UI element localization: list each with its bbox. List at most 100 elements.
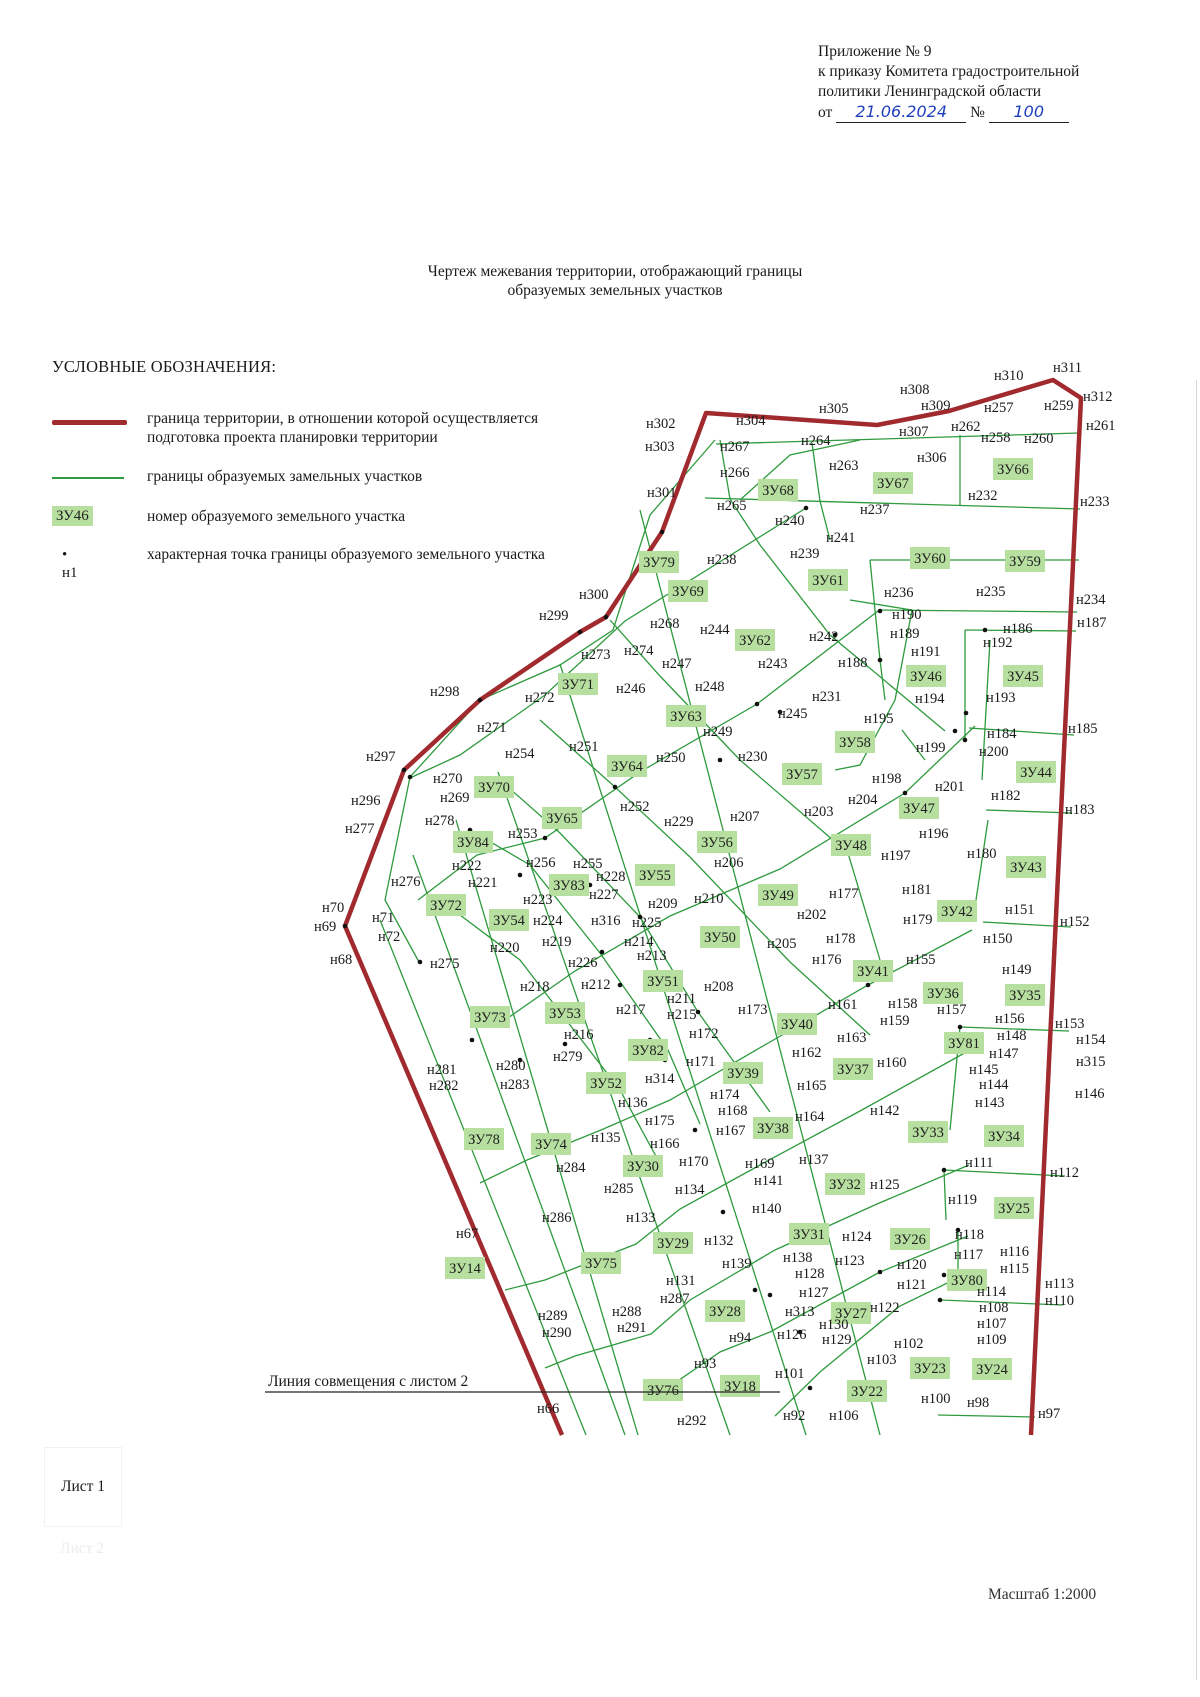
point-label-н273: н273	[581, 647, 611, 663]
parcel-boundary-line	[379, 919, 587, 1436]
point-label-н125: н125	[870, 1177, 900, 1193]
point-label-н197: н197	[881, 848, 911, 864]
parcel-label-bg	[697, 831, 737, 853]
parcel-label-bg	[426, 894, 466, 916]
parcel-label-bg	[474, 776, 514, 798]
point-label-н173: н173	[738, 1002, 768, 1018]
parcel-label-text: ЗУ29	[657, 1236, 689, 1252]
point-label-н189: н189	[890, 626, 920, 642]
parcel-label-ЗУ48: ЗУ48	[831, 834, 871, 856]
point-label-н263: н263	[829, 458, 859, 474]
parcel-boundary-line	[981, 639, 991, 781]
parcel-label-text: ЗУ58	[839, 735, 871, 751]
point-label-н129: н129	[822, 1332, 852, 1348]
boundary-point-marker	[617, 982, 623, 988]
parcel-label-symbol: ЗУ46	[52, 506, 93, 526]
point-label-н146: н146	[1075, 1086, 1105, 1102]
point-label-н113: н113	[1045, 1276, 1074, 1292]
point-label-н213: н213	[637, 948, 667, 964]
appendix-date: 21.06.2024	[836, 102, 967, 123]
boundary-point-marker	[477, 697, 483, 703]
point-label-н159: н159	[880, 1013, 910, 1029]
point-label-н68: н68	[330, 952, 352, 968]
parcel-label-text: ЗУ33	[912, 1125, 944, 1141]
parcel-label-bg	[545, 1002, 585, 1024]
parcel-label-ЗУ58: ЗУ58	[835, 731, 875, 753]
point-label-н275: н275	[430, 956, 460, 972]
point-label-н120: н120	[897, 1257, 927, 1273]
point-label-н150: н150	[983, 931, 1013, 947]
point-label-н219: н219	[542, 934, 572, 950]
boundary-point-marker	[937, 1297, 943, 1303]
point-label-н253: н253	[508, 826, 538, 842]
parcel-boundary-line	[937, 1414, 1036, 1418]
point-label-н170: н170	[679, 1154, 709, 1170]
point-label-н177: н177	[829, 886, 859, 902]
point-label-н311: н311	[1053, 360, 1082, 376]
map-scale: Масштаб 1:2000	[988, 1586, 1097, 1600]
parcel-label-text: ЗУ79	[643, 555, 675, 571]
parcel-label-ЗУ84: ЗУ84	[453, 831, 493, 853]
point-label-н278: н278	[425, 813, 455, 829]
point-label-н274: н274	[624, 643, 654, 659]
point-label-н124: н124	[842, 1229, 872, 1245]
boundary-point-marker	[342, 923, 348, 929]
parcel-boundary-line	[968, 727, 1075, 736]
parcel-label-bg	[581, 1252, 621, 1274]
parcel-label-ЗУ43: ЗУ43	[1006, 856, 1046, 878]
point-label-н111: н111	[965, 1155, 993, 1171]
point-label-н203: н203	[804, 804, 834, 820]
parcel-label-bg	[984, 1125, 1024, 1147]
parcel-boundary-line	[384, 439, 716, 963]
boundary-point-marker	[957, 1024, 963, 1030]
boundary-point-marker	[695, 1009, 701, 1015]
parcel-label-bg	[910, 1357, 950, 1379]
point-label-н224: н224	[533, 913, 563, 929]
boundary-point-marker	[877, 1269, 883, 1275]
point-label-н234: н234	[1076, 592, 1106, 608]
parcel-label-text: ЗУ39	[727, 1066, 759, 1082]
parcel-label-text: ЗУ71	[562, 677, 594, 693]
point-label-н223: н223	[523, 892, 553, 908]
point-label-н257: н257	[984, 400, 1014, 416]
sheet-2-tab[interactable]: Лист 2	[59, 1540, 105, 1557]
boundary-point-marker	[803, 505, 809, 511]
parcel-label-ЗУ24: ЗУ24	[972, 1358, 1012, 1380]
parcel-label-text: ЗУ67	[877, 476, 909, 492]
parcel-label-text: ЗУ26	[894, 1232, 926, 1248]
sheet-1-tab[interactable]: Лист 1	[44, 1447, 122, 1527]
point-label-н306: н306	[917, 450, 947, 466]
point-label-н232: н232	[968, 488, 998, 504]
point-label-н98: н98	[967, 1395, 989, 1411]
parcel-label-ЗУ37: ЗУ37	[833, 1058, 873, 1080]
parcel-label-ЗУ54: ЗУ54	[489, 909, 529, 931]
point-label-н230: н230	[738, 749, 768, 765]
parcel-boundary-line	[539, 719, 871, 1036]
point-label-н229: н229	[664, 814, 694, 830]
point-label-н316: н316	[591, 913, 621, 929]
parcel-boundary-line	[975, 819, 989, 901]
point-label-н258: н258	[981, 430, 1011, 446]
parcel-label-ЗУ66: ЗУ66	[993, 458, 1033, 480]
parcel-label-bg	[643, 970, 683, 992]
parcel-label-text: ЗУ45	[1007, 669, 1039, 685]
parcel-label-text: ЗУ74	[535, 1137, 567, 1153]
parcel-label-ЗУ64: ЗУ64	[607, 755, 647, 777]
point-label-н190: н190	[892, 607, 922, 623]
point-label-н246: н246	[616, 681, 646, 697]
point-label-н270: н270	[433, 771, 463, 787]
legend-text: номер образуемого земельного участка	[147, 508, 406, 525]
parcel-label-bg	[908, 1121, 948, 1143]
point-label-н167: н167	[716, 1123, 746, 1139]
point-label-н200: н200	[979, 744, 1009, 760]
boundary-point-marker	[767, 1292, 773, 1298]
parcel-label-text: ЗУ72	[430, 898, 462, 914]
parcel-boundary-line	[901, 729, 926, 761]
legend-text: характерная точка границы образуемого зе…	[147, 546, 545, 563]
point-label-н160: н160	[877, 1055, 907, 1071]
parcel-label-text: ЗУ46	[910, 669, 942, 685]
point-label-н305: н305	[819, 401, 849, 417]
point-label-н161: н161	[828, 997, 858, 1013]
point-label-н112: н112	[1050, 1165, 1079, 1181]
parcel-label-ЗУ82: ЗУ82	[628, 1039, 668, 1061]
